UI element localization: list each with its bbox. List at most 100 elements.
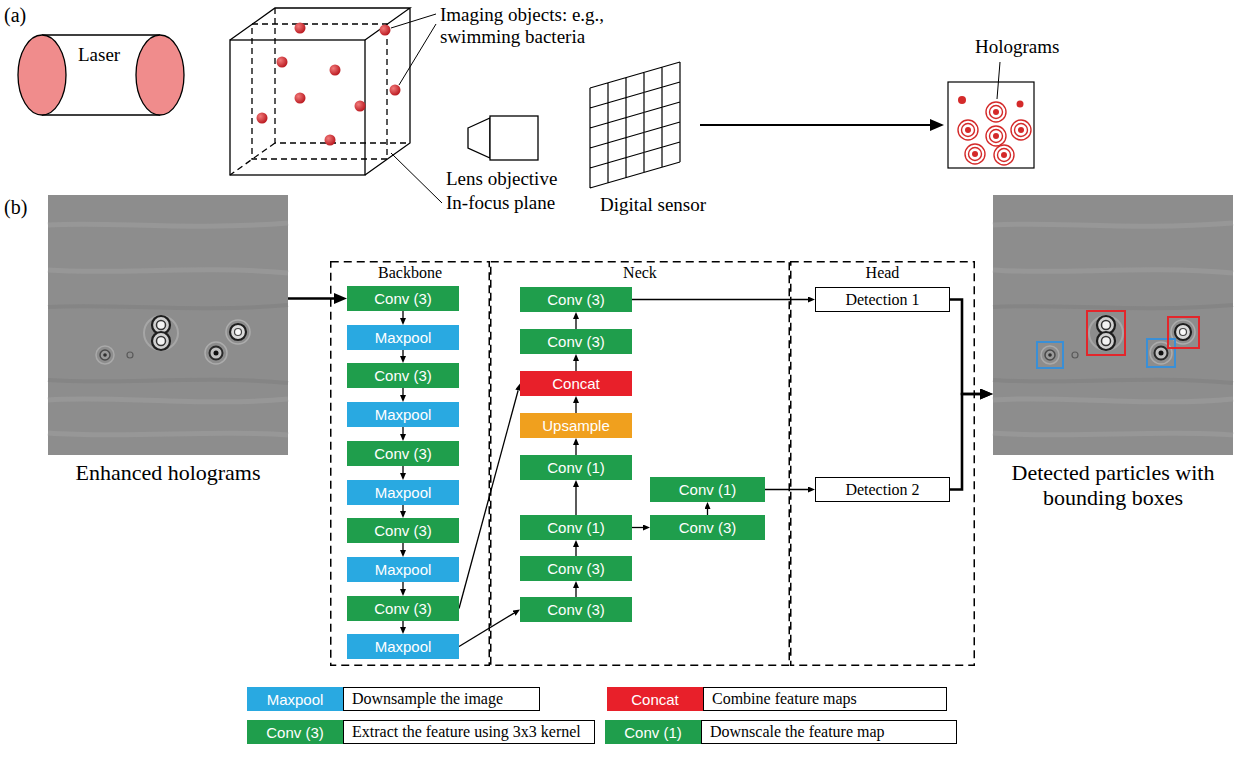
laser (18, 35, 184, 115)
connector-arrow (402, 543, 403, 550)
layer-label: Conv (1) (547, 520, 605, 535)
layer-box: Conv (3) (347, 441, 459, 466)
hologram-ring (1011, 120, 1031, 140)
layer-box: Conv (3) (347, 518, 459, 543)
region-outline (790, 261, 975, 666)
bacterium (295, 23, 306, 34)
layer-box: Maxpool (347, 480, 459, 505)
lens-tip (468, 118, 490, 158)
layer-label: Upsample (542, 418, 610, 433)
hologram-image: Detected particles with bounding boxes (993, 195, 1233, 455)
lens-objective (468, 116, 538, 160)
connector-arrow (575, 487, 576, 515)
annotation: Holograms (975, 36, 1059, 58)
layer-box: Maxpool (347, 557, 459, 582)
layer-box: Conv (3) (520, 287, 632, 312)
layer-label: Conv (1) (547, 460, 605, 475)
connector-arrow (459, 613, 514, 646)
connector-arrow (575, 319, 576, 329)
detected-hologram-image (993, 195, 1233, 455)
connector-arrow (288, 297, 334, 300)
bacterium (295, 93, 306, 104)
bacterium (330, 65, 341, 76)
layer-label: Maxpool (375, 407, 432, 422)
layer-label: Conv (3) (679, 520, 737, 535)
legend-item: Maxpool Downsample the image (247, 687, 540, 711)
bounding-box (1168, 317, 1199, 348)
legend-swatch-label: Conv (3) (266, 725, 324, 740)
connector-arrow (575, 547, 576, 556)
connector-arrow (402, 388, 403, 395)
region-outline (791, 262, 975, 666)
leader-line (997, 62, 1000, 99)
legend-text: Downscale the feature map (710, 724, 885, 740)
connector-arrow (402, 350, 403, 356)
layer-box: Conv (1) (520, 455, 632, 480)
layer-label: Conv (3) (374, 291, 432, 306)
layer-box: Conv (1) (650, 477, 765, 502)
legend-swatch: Conv (1) (605, 720, 701, 744)
hologram-ring (994, 145, 1014, 165)
process-arrow (700, 124, 932, 126)
bacterium (325, 135, 336, 146)
hologram-panel (948, 82, 1034, 168)
layer-box: Conv (3) (520, 556, 632, 581)
connector-arrow (402, 582, 403, 589)
stage-region: HeadDetection 1Detection 2 (790, 261, 975, 666)
connector-arrow (632, 527, 643, 528)
layer-label: Conv (3) (547, 292, 605, 307)
bacterium (277, 57, 288, 68)
legend-swatch-label: Conv (1) (624, 725, 682, 740)
hologram-ring (986, 126, 1006, 146)
bacterium (390, 85, 401, 96)
in-focus-plane (252, 24, 387, 159)
connector-arrow (402, 505, 403, 511)
hologram-ring (958, 120, 978, 140)
connector-arrow (575, 445, 576, 455)
legend-text-box: Downscale the feature map (701, 720, 957, 744)
panel-label: (a) (4, 4, 26, 27)
detection-label: Detection 1 (845, 292, 919, 308)
connector-arrow (402, 466, 403, 473)
enhanced-hologram-image (48, 195, 288, 455)
detection-label: Detection 2 (845, 482, 919, 498)
layer-label: Conv (3) (374, 446, 432, 461)
layer-box: Concat (520, 371, 632, 396)
legend-swatch-label: Maxpool (267, 692, 324, 707)
legend-item: Conv (3) Extract the feature using 3x3 ke… (247, 720, 595, 744)
layer-box: Upsample (520, 413, 632, 438)
legend-text-box: Downsample the image (343, 687, 540, 711)
connector-arrow (950, 394, 980, 490)
panel-label: (b) (4, 196, 27, 219)
detection-box: Detection 2 (815, 477, 950, 502)
stage-title: Backbone (330, 264, 490, 282)
connector-arrow (402, 311, 403, 318)
layer-label: Maxpool (375, 485, 432, 500)
layer-label: Conv (3) (547, 561, 605, 576)
legend-swatch: Maxpool (247, 687, 343, 711)
layer-box: Conv (3) (650, 515, 765, 540)
layer-label: Conv (3) (374, 523, 432, 538)
hologram-dot (1017, 101, 1024, 108)
hologram-ring (986, 102, 1006, 122)
legend-text: Extract the feature using 3x3 kernel (352, 724, 581, 740)
sensor-grid (590, 62, 680, 188)
legend-swatch: Conv (3) (247, 720, 343, 744)
bacteria (257, 23, 401, 146)
layer-label: Conv (3) (547, 334, 605, 349)
arrow-head (930, 119, 944, 131)
legend-text-box: Extract the feature using 3x3 kernel (343, 720, 595, 744)
bounding-boxes (1037, 311, 1199, 368)
layer-label: Maxpool (375, 562, 432, 577)
connector-arrow (575, 361, 576, 371)
leader-line (391, 153, 442, 203)
legend-item: Conv (1) Downscale the feature map (605, 720, 957, 744)
bounding-box (1037, 342, 1063, 368)
hologram-dot (958, 96, 966, 104)
bounding-box (1087, 311, 1125, 355)
laser-end (136, 35, 184, 115)
annotation: Digital sensor (600, 194, 706, 216)
stage-region: NeckConv (3)Conv (3)ConcatUpsampleConv (… (490, 261, 790, 666)
